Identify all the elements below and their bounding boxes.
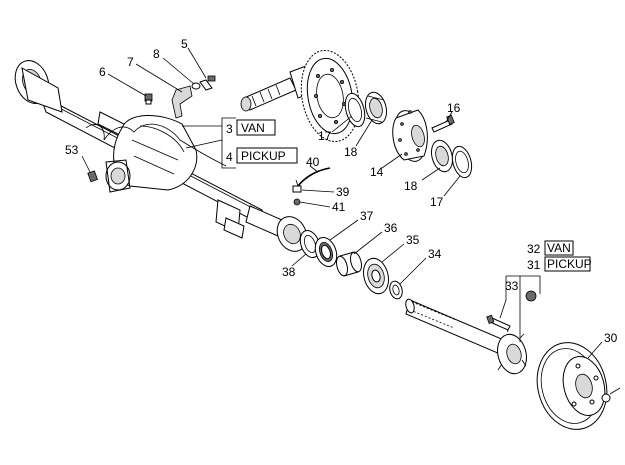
- callout-41: 41: [332, 200, 346, 214]
- callout-31: 31: [527, 258, 541, 272]
- brake-hose-40: [297, 167, 331, 187]
- callout-14: 14: [370, 165, 384, 179]
- callout-17-top: 17: [318, 129, 332, 143]
- callout-7: 7: [127, 55, 134, 69]
- callout-18-lower: 18: [404, 179, 418, 193]
- bearing-race-17-top: [344, 92, 366, 128]
- clip-7: [171, 85, 193, 119]
- bearing-race-17-lower: [451, 145, 473, 179]
- callout-32: 32: [527, 242, 541, 256]
- callout-38: 38: [282, 265, 296, 279]
- callout-4-box-label: PICKUP: [241, 149, 286, 163]
- bearing-18-top: [364, 91, 388, 125]
- callout-17-lower: 17: [430, 195, 444, 209]
- callout-34: 34: [428, 247, 442, 261]
- bolt-5: [199, 75, 216, 91]
- callout-5: 5: [181, 37, 188, 51]
- bolt-16: [431, 114, 455, 133]
- plug-53: [87, 170, 98, 183]
- callout-4: 4: [226, 150, 233, 164]
- washer-41: [293, 198, 301, 206]
- axle-flange: [497, 325, 527, 375]
- callout-32-box-label: VAN: [547, 241, 571, 255]
- callout-3-box-label: VAN: [241, 121, 265, 135]
- callout-40: 40: [306, 155, 320, 169]
- differential-case: [392, 109, 428, 162]
- callout-33: 33: [505, 279, 519, 293]
- callout-31-box: [544, 256, 591, 272]
- callout-16: 16: [447, 101, 461, 115]
- callout-4-box: [236, 147, 298, 164]
- bolt-33: [486, 314, 511, 331]
- seal-37: [314, 236, 338, 268]
- callout-3: 3: [226, 122, 233, 136]
- callout-35: 35: [406, 233, 420, 247]
- axle-housing: [14, 60, 308, 252]
- callout-37: 37: [360, 209, 374, 223]
- callout-6: 6: [99, 65, 106, 79]
- callout-39: 39: [336, 185, 350, 199]
- ring-gear: [300, 49, 360, 143]
- callout-53: 53: [65, 143, 79, 157]
- fitting-39: [292, 179, 302, 193]
- nut-33: [525, 290, 537, 302]
- callout-30: 30: [604, 331, 618, 345]
- callout-18-top: 18: [344, 145, 358, 159]
- plug-6: [144, 93, 153, 105]
- callout-32-box: [544, 240, 574, 256]
- washer-8: [191, 82, 201, 90]
- bearing-18-lower: [430, 139, 454, 173]
- callout-3-box: [236, 119, 276, 136]
- drum-nut: [601, 387, 621, 403]
- ring-34: [389, 280, 403, 300]
- spacer-36: [336, 251, 362, 277]
- callout-8: 8: [153, 47, 160, 61]
- callout-36: 36: [384, 221, 398, 235]
- axle-shaft: [405, 298, 505, 355]
- callout-31-box-label: PICKUP: [547, 257, 592, 271]
- bearing-35: [363, 257, 389, 295]
- leader-lines: [81, 47, 603, 359]
- brake-drum: [536, 342, 608, 430]
